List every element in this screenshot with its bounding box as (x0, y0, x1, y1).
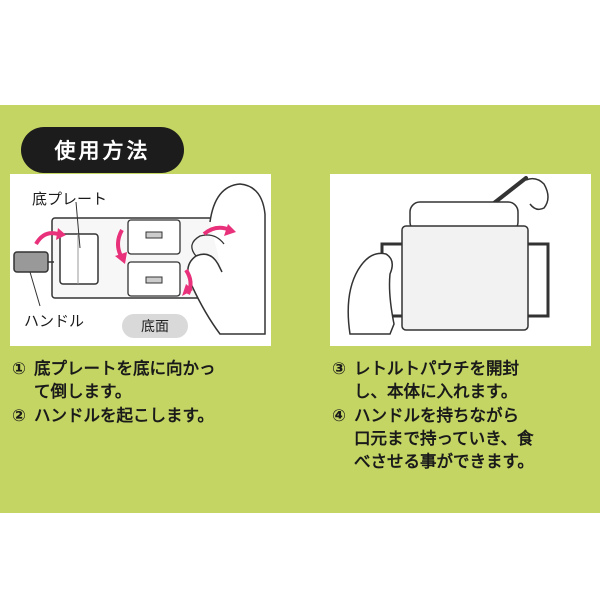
hand-spoon (525, 177, 549, 211)
handle (13, 251, 49, 273)
illustration-bottom-plate: 底プレート ハンドル 底面 (10, 174, 271, 346)
label-bottom-plate: 底プレート (32, 190, 108, 208)
label-handle: ハンドル (24, 312, 85, 330)
hand-right (187, 183, 266, 335)
label-bottom-view: 底面 (122, 314, 188, 338)
feeding-drawing (347, 176, 550, 335)
arrow-handle (34, 231, 59, 246)
handle-right (528, 242, 550, 318)
illustration-feeding (330, 174, 591, 346)
section-heading: 使用方法 (21, 127, 184, 173)
bottom-view-drawing (13, 183, 266, 335)
container-body (401, 225, 529, 331)
hand-holding (347, 252, 395, 335)
